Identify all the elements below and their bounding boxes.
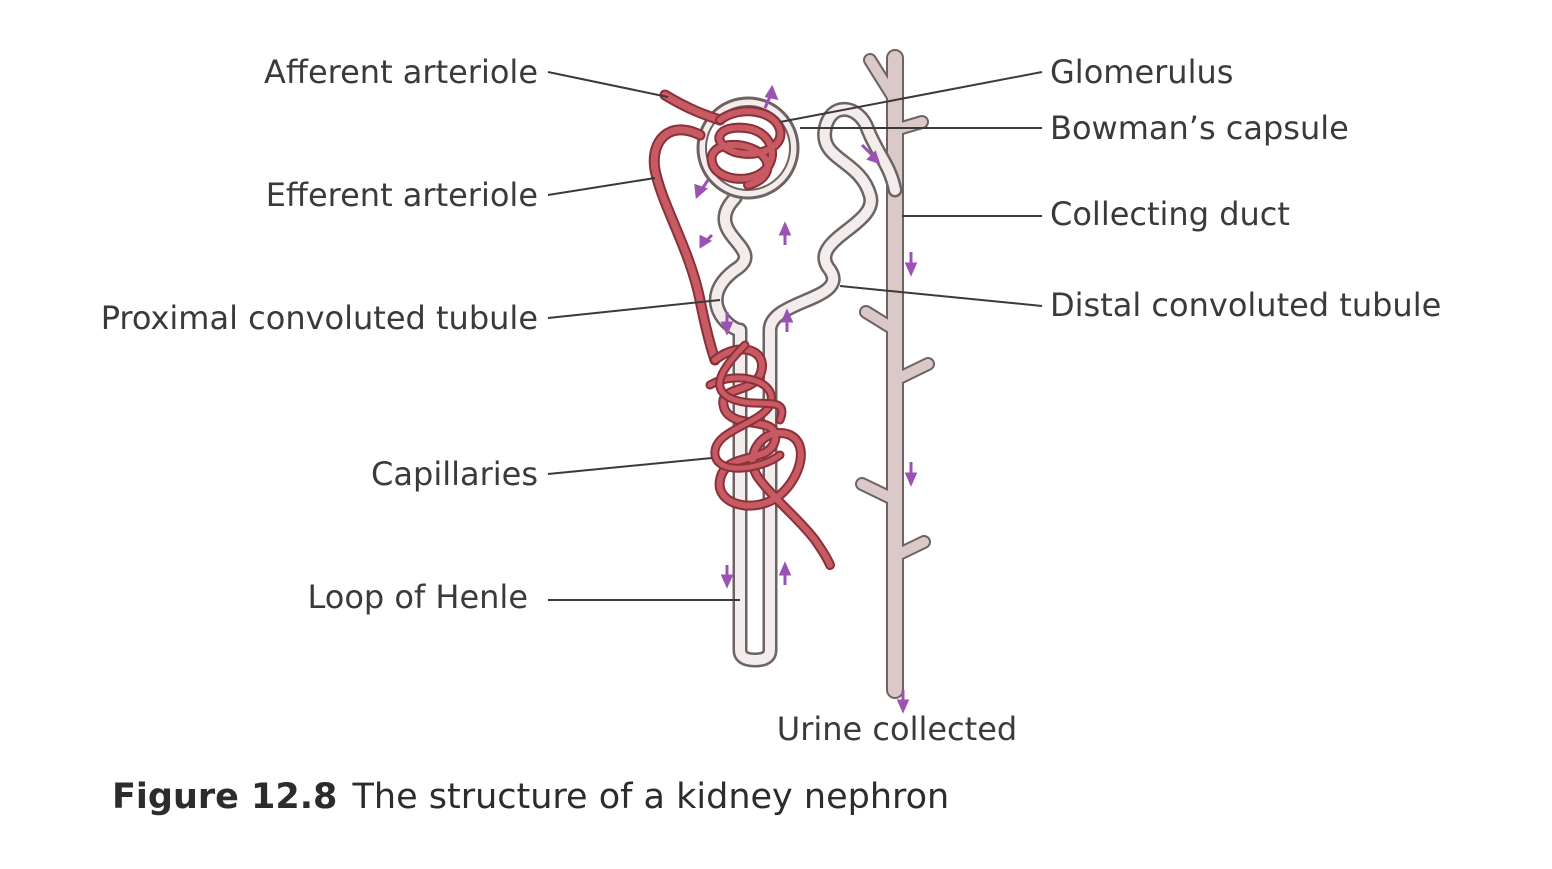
flow-arrow (720, 312, 734, 336)
blood-vessels (648, 89, 835, 570)
label-bowmans-capsule: Bowman’s capsule (1050, 109, 1349, 147)
flow-arrow (860, 143, 881, 165)
leader-lines (547, 71, 1043, 601)
label-efferent-arteriole: Efferent arteriole (266, 176, 538, 214)
label-urine-collected: Urine collected (777, 710, 1017, 748)
leader-afferent-arteriole (547, 71, 669, 98)
flow-arrows (694, 84, 918, 714)
collecting-duct-shape (855, 49, 935, 699)
label-glomerulus: Glomerulus (1050, 53, 1233, 91)
label-collecting-duct: Collecting duct (1050, 195, 1290, 233)
label-loop-of-henle: Loop of Henle (307, 578, 528, 616)
leader-proximal-convoluted-tubule (547, 299, 721, 319)
flow-arrow (778, 561, 792, 585)
figure-caption: Figure 12.8 The structure of a kidney ne… (112, 777, 949, 817)
flow-arrow (904, 252, 918, 277)
labels-left: Afferent arteriole Efferent arteriole Pr… (101, 53, 538, 616)
figure-title: The structure of a kidney nephron (352, 777, 950, 817)
figure-number: Figure 12.8 (112, 777, 337, 817)
leader-capillaries (547, 457, 713, 475)
label-afferent-arteriole: Afferent arteriole (264, 53, 538, 91)
flow-arrow (896, 690, 910, 714)
flow-arrow (720, 565, 734, 589)
flow-arrow (904, 462, 918, 487)
leader-efferent-arteriole (547, 177, 656, 196)
label-proximal-convoluted-tubule: Proximal convoluted tubule (101, 299, 538, 337)
flow-arrow (694, 179, 710, 200)
leader-glomerulus (779, 71, 1043, 123)
flow-arrow (780, 308, 794, 332)
flow-arrow (699, 233, 714, 249)
label-capillaries: Capillaries (371, 455, 538, 493)
label-distal-convoluted-tubule: Distal convoluted tubule (1050, 286, 1441, 324)
flow-arrow (778, 221, 792, 245)
labels-right: Glomerulus Bowman’s capsule Collecting d… (1050, 53, 1441, 324)
flow-arrow (763, 84, 779, 109)
glomerulus-shape (706, 106, 786, 190)
nephron-tubule (708, 101, 903, 668)
leader-distal-convoluted-tubule (839, 285, 1043, 307)
